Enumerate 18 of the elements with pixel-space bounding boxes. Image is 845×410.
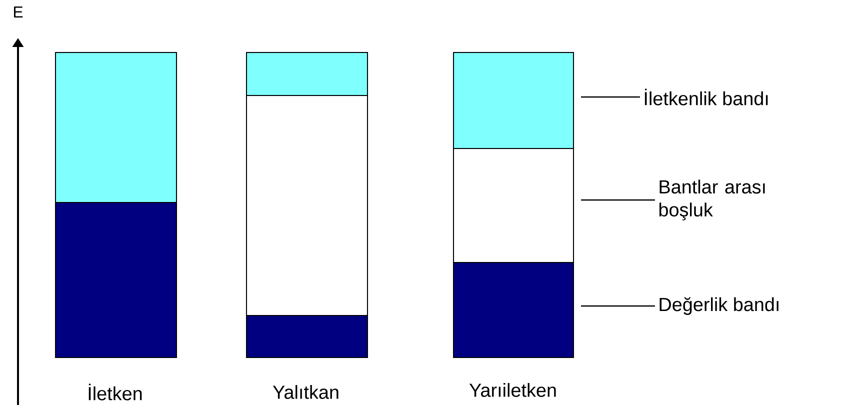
leader-line (581, 96, 640, 98)
column-label: Yarıiletken (469, 383, 556, 397)
conduction-band (246, 52, 368, 96)
band-label: İletkenlik bandı (644, 88, 768, 106)
leader-line (581, 199, 655, 201)
valence-band (246, 315, 368, 358)
column-label: İletken (88, 384, 142, 400)
conduction-band (55, 52, 177, 203)
band-label: Bantlar arası boşluk (659, 180, 765, 220)
valence-band (55, 202, 177, 358)
leader-line (581, 305, 655, 307)
axis-label: E (14, 6, 23, 18)
band-gap (246, 95, 368, 316)
band-label: Değerlik bandı (660, 297, 778, 315)
column-label: Yalıtkan (272, 385, 338, 399)
conduction-band (453, 52, 574, 149)
valence-band (453, 262, 574, 358)
band-gap (453, 148, 574, 263)
